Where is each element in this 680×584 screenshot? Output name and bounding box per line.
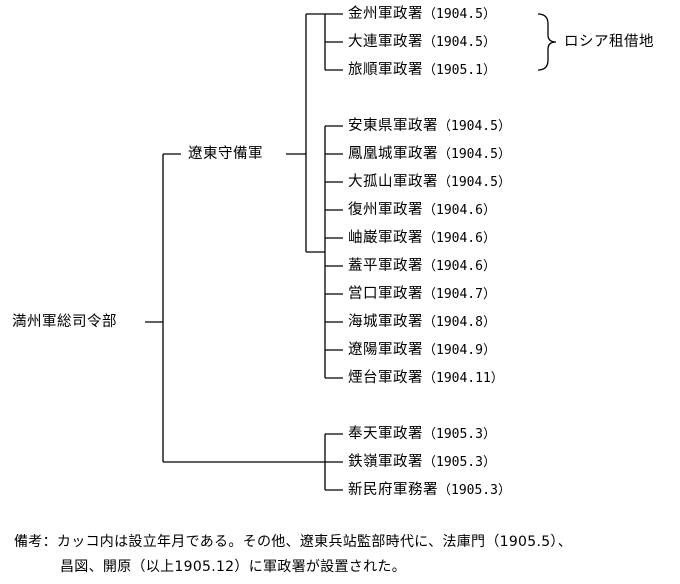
office-date: （1904.6）	[423, 203, 496, 218]
office-date: （1904.5）	[423, 35, 496, 50]
office-node: 新民府軍務署（1905.3）	[348, 481, 511, 500]
root-node: 満州軍総司令部	[12, 313, 117, 331]
note-line-1: 備考：カッコ内は設立年月である。その他、遼東兵站監部時代に、法庫門（1905.5…	[14, 534, 573, 550]
office-name: 岫巌軍政署	[348, 230, 423, 246]
office-date: （1904.7）	[423, 287, 496, 302]
office-date: （1904.8）	[423, 315, 496, 330]
office-node: 鉄嶺軍政署（1905.3）	[348, 453, 496, 472]
office-name: 蓋平軍政署	[348, 258, 423, 274]
office-name: 大孤山軍政署	[348, 174, 438, 190]
mid-label: 遼東守備軍	[188, 146, 263, 162]
office-node: 復州軍政署（1904.6）	[348, 201, 496, 220]
office-name: 大連軍政署	[348, 34, 423, 50]
office-node: 営口軍政署（1904.7）	[348, 285, 496, 304]
office-date: （1904.5）	[438, 175, 511, 190]
root-label: 満州軍総司令部	[12, 314, 117, 330]
office-date: （1905.3）	[423, 455, 496, 470]
office-node: 安東県軍政署（1904.5）	[348, 117, 511, 136]
office-date: （1904.5）	[438, 119, 511, 134]
office-node: 金州軍政署（1904.5）	[348, 5, 496, 24]
office-date: （1904.11）	[423, 371, 504, 386]
office-node: 岫巌軍政署（1904.6）	[348, 229, 496, 248]
office-node: 旅順軍政署（1905.1）	[348, 61, 496, 80]
mid-node: 遼東守備軍	[188, 145, 263, 163]
office-node: 奉天軍政署（1905.3）	[348, 425, 496, 444]
office-name: 安東県軍政署	[348, 118, 438, 134]
office-node: 鳳凰城軍政署（1904.5）	[348, 145, 511, 164]
office-node: 海城軍政署（1904.8）	[348, 313, 496, 332]
office-date: （1904.5）	[438, 147, 511, 162]
note-line-2: 昌図、開原（以上1905.12）に軍政署が設置された。	[60, 559, 406, 575]
office-name: 復州軍政署	[348, 202, 423, 218]
office-date: （1905.3）	[438, 483, 511, 498]
office-date: （1904.6）	[423, 259, 496, 274]
office-date: （1905.3）	[423, 427, 496, 442]
office-date: （1904.9）	[423, 343, 496, 358]
office-node: 蓋平軍政署（1904.6）	[348, 257, 496, 276]
office-name: 鉄嶺軍政署	[348, 454, 423, 470]
office-name: 鳳凰城軍政署	[348, 146, 438, 162]
office-name: 奉天軍政署	[348, 426, 423, 442]
office-name: 金州軍政署	[348, 6, 423, 22]
office-node: 大孤山軍政署（1904.5）	[348, 173, 511, 192]
office-name: 旅順軍政署	[348, 62, 423, 78]
office-date: （1904.6）	[423, 231, 496, 246]
office-node: 煙台軍政署（1904.11）	[348, 369, 504, 388]
ru-lease-bracket	[537, 13, 557, 71]
office-name: 営口軍政署	[348, 286, 423, 302]
office-date: （1905.1）	[423, 63, 496, 78]
office-node: 遼陽軍政署（1904.9）	[348, 341, 496, 360]
office-node: 大連軍政署（1904.5）	[348, 33, 496, 52]
bracket-label: ロシア租借地	[564, 34, 654, 50]
office-name: 新民府軍務署	[348, 482, 438, 498]
office-date: （1904.5）	[423, 7, 496, 22]
office-name: 遼陽軍政署	[348, 342, 423, 358]
office-name: 海城軍政署	[348, 314, 423, 330]
office-name: 煙台軍政署	[348, 370, 423, 386]
